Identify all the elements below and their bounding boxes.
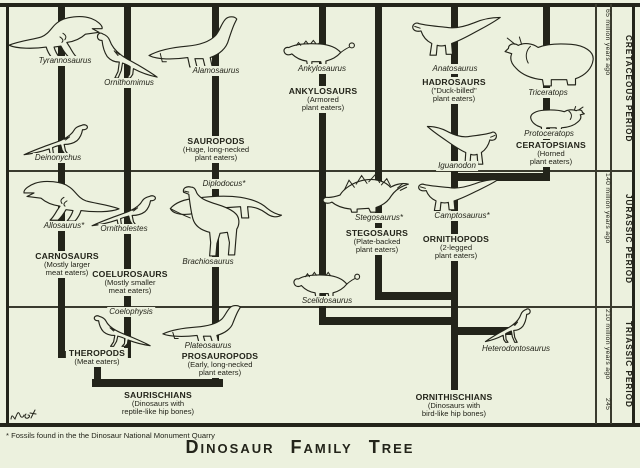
anatosaurus-figure: [412, 12, 502, 57]
branch-sauropods: [212, 7, 219, 381]
alamosaurus-figure: [148, 16, 250, 68]
group-label-ornithischians: ORNITHISCHIANS (Dinosaurs with bird-like…: [412, 392, 496, 420]
camptosaurus-figure: [418, 175, 500, 212]
group-name: ANKYLOSAURS: [288, 86, 358, 96]
group-name: STEGOSAURS: [345, 228, 409, 238]
branch-saurischians-bar: [92, 379, 223, 387]
species-label-coelophysis: Coelophysis: [107, 307, 155, 317]
frame-bottom: [0, 423, 640, 427]
species-label-deinonychus: Deinonychus: [32, 153, 84, 163]
period-label-triassic: TRIASSIC PERIOD: [624, 320, 633, 408]
group-label-ceratopsians: CERATOPSIANS (Horned plant eaters): [513, 140, 589, 168]
group-label-theropods: THEROPODS (Meat eaters): [65, 348, 129, 368]
species-label-triceratops: Triceratops: [526, 88, 570, 98]
plateosaurus-figure: [162, 305, 252, 343]
group-name: ORNITHISCHIANS: [415, 392, 493, 402]
timeline-strip-left-rule: [595, 4, 597, 424]
group-desc: (Dinosaurs with bird-like hip bones): [421, 401, 487, 419]
species-label-ankylosaurus: Ankylosaurus: [295, 64, 349, 74]
species-label-brachiosaurus: Brachiosaurus: [180, 257, 236, 267]
group-name: SAURISCHIANS: [124, 390, 192, 400]
species-label-anatosaurus: Anatosaurus: [430, 64, 480, 74]
stegosaurus-figure: [322, 174, 412, 213]
ornitholestes-figure: [90, 195, 158, 227]
iguanodon-figure: [426, 121, 497, 166]
group-name: COELUROSAURS: [92, 269, 168, 279]
frame-top: [0, 3, 640, 7]
group-desc: (2-legged plant eaters): [434, 243, 478, 261]
species-label-diplodocus: Diplodocus*: [200, 179, 248, 189]
group-label-stegosaurs: STEGOSAURS (Plate-backed plant eaters): [342, 228, 412, 256]
branch-theropods-stem: [94, 351, 101, 384]
species-label-alamosaurus: Alamosaurus: [190, 66, 242, 76]
deinonychus-figure: [22, 124, 90, 156]
group-desc: (Huge, long-necked plant eaters): [182, 145, 250, 163]
group-desc: (Armored plant eaters): [301, 95, 345, 113]
footnote: * Fossils found in the the Dinosaur Nati…: [6, 431, 215, 440]
group-desc: (Mostly smaller meat eaters): [104, 278, 156, 296]
frame-right: [632, 3, 635, 427]
brachiosaurus-figure: [170, 186, 243, 258]
species-label-heterodontosaurus: Heterodontosaurus: [479, 344, 553, 354]
age-label-65-million: 65 million years ago: [604, 9, 611, 76]
group-label-ornithopods: ORNITHOPODS (2-legged plant eaters): [419, 234, 493, 262]
group-label-coelurosaurs: COELUROSAURS (Mostly smaller meat eaters…: [89, 269, 171, 297]
branch-coelurosaurs: [124, 7, 131, 352]
branch-ankylosaurs-join: [319, 317, 458, 325]
species-label-tyrannosaurus: Tyrannosaurus: [36, 56, 94, 66]
species-label-iguanodon: Iguanodon: [436, 161, 478, 171]
coelophysis-figure: [92, 315, 152, 347]
species-label-ornitholestes: Ornitholestes: [98, 224, 150, 234]
species-label-plateosaurus: Plateosaurus: [182, 341, 234, 351]
timeline-strip-divider-rule: [610, 4, 612, 424]
group-name: HADROSAURS: [422, 77, 486, 87]
species-label-camptosaurus: Camptosaurus*: [432, 211, 492, 221]
group-label-hadrosaurs: HADROSAURS ("Duck-billed" plant eaters): [419, 77, 489, 105]
group-desc: (Mostly larger meat eaters): [44, 260, 90, 278]
group-desc: ("Duck-billed" plant eaters): [431, 86, 477, 104]
species-label-protoceratops: Protoceratops: [522, 129, 576, 139]
frame-left: [6, 3, 9, 427]
group-label-prosauropods: PROSAUROPODS (Early, long-necked plant e…: [178, 351, 262, 379]
period-label-jurassic: JURASSIC PERIOD: [624, 193, 633, 285]
period-label-cretaceous: CRETACEOUS PERIOD: [624, 34, 633, 143]
species-label-scelidosaurus: Scelidosaurus: [299, 296, 355, 306]
group-name: PROSAUROPODS: [181, 351, 259, 361]
group-label-saurischians: SAURISCHIANS (Dinosaurs with reptile-lik…: [118, 390, 198, 418]
group-desc: (Horned plant eaters): [529, 149, 573, 167]
age-label-140-million: 140 million years ago: [604, 173, 611, 244]
group-name: THEROPODS: [68, 348, 126, 358]
group-name: ORNITHOPODS: [422, 234, 490, 244]
group-desc: (Meat eaters): [74, 357, 120, 367]
branch-carnosaurs: [58, 7, 65, 352]
branch-ankylosaurs: [319, 7, 326, 318]
tyrannosaurus-figure: [8, 13, 106, 59]
scelidosaurus-figure: [293, 265, 362, 298]
group-desc: (Early, long-necked plant eaters): [187, 360, 253, 378]
group-desc: (Dinosaurs with reptile-like hip bones): [121, 399, 195, 417]
branch-stegosaurs-join: [375, 292, 458, 300]
branch-ceratopsians-join: [451, 173, 550, 181]
artist-signature: [10, 409, 37, 420]
branch-stegosaurs: [375, 7, 382, 294]
group-name: CARNOSAURS: [35, 251, 99, 261]
species-label-ornithomimus: Ornithomimus: [102, 78, 156, 88]
group-name: SAUROPODS: [187, 136, 245, 146]
species-label-allosaurus: Allosaurus*: [41, 221, 87, 231]
group-label-ankylosaurs: ANKYLOSAURS (Armored plant eaters): [285, 86, 361, 114]
species-label-stegosaurus: Stegosaurus*: [352, 213, 406, 223]
heterodontosaurus-figure: [484, 308, 532, 343]
group-label-sauropods: SAUROPODS (Huge, long-necked plant eater…: [179, 136, 253, 164]
age-label-245: 245: [604, 398, 611, 411]
group-desc: (Plate-backed plant eaters): [353, 237, 401, 255]
ankylosaurus-figure: [283, 34, 357, 66]
group-name: CERATOPSIANS: [516, 140, 586, 150]
age-label-210-million: 210 million years ago: [604, 309, 611, 380]
branch-heterodontosaurus-join: [451, 327, 512, 335]
